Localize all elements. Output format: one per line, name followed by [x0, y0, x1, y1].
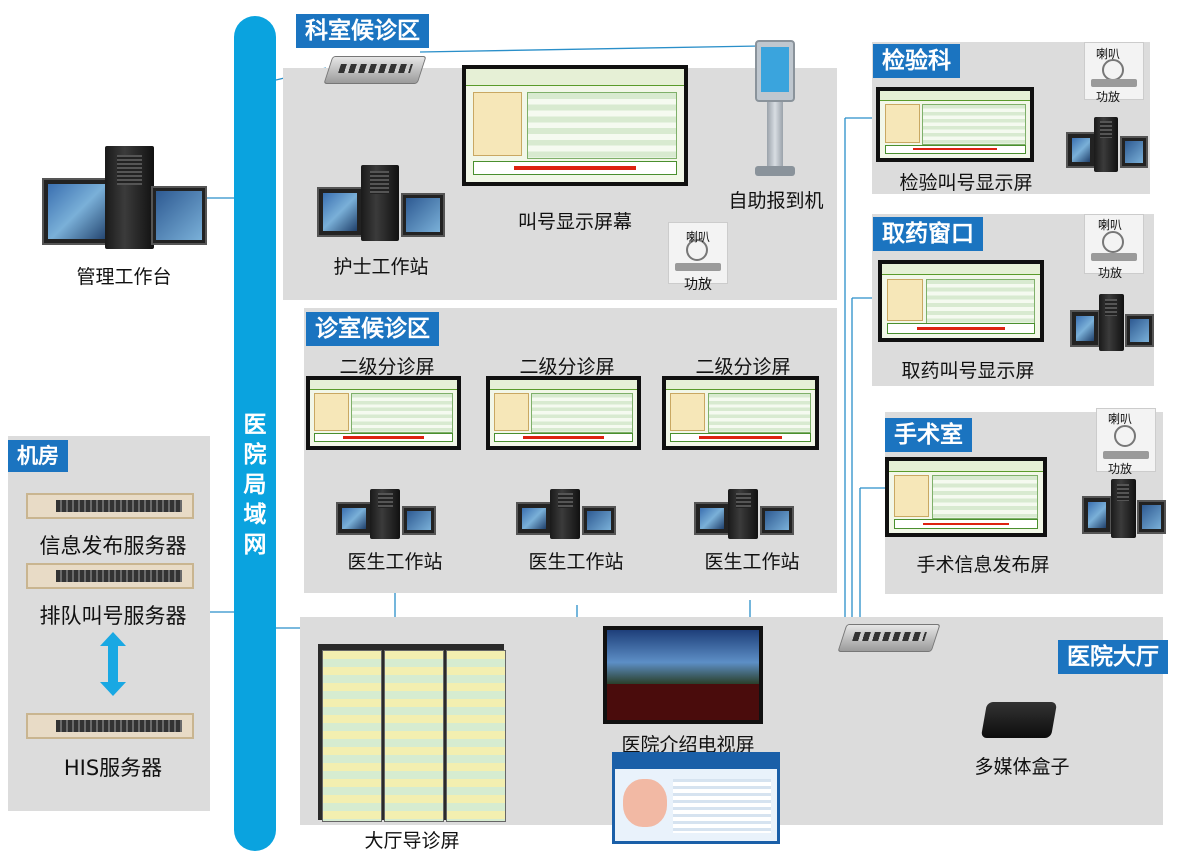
lab-header: 检验科: [873, 44, 960, 78]
pharmacy-amplifier-label: 功放: [1097, 266, 1123, 280]
media-box-icon: [980, 702, 1058, 738]
surgery-header: 手术室: [885, 418, 972, 452]
lan-char-1: 医: [243, 412, 267, 438]
double-arrow-icon: [100, 632, 126, 696]
pharmacy-screen-label: 取药叫号显示屏: [901, 360, 1035, 382]
pharmacy-speaker-label: 喇叭: [1097, 218, 1123, 232]
speaker-label: 喇叭: [685, 230, 711, 244]
intro-tv-label: 医院介绍电视屏: [621, 734, 755, 756]
pharmacy-screen-icon: [878, 260, 1044, 342]
surgery-speaker-label: 喇叭: [1107, 412, 1133, 426]
secondary-screen-3-icon: [662, 376, 819, 450]
hospital-lan-label: 医 院 局 域 网: [234, 410, 276, 560]
lan-char-4: 域: [243, 502, 267, 528]
kiosk-label: 自助报到机: [728, 190, 824, 212]
pharmacy-header: 取药窗口: [873, 217, 983, 251]
info-server-label: 信息发布服务器: [39, 534, 187, 558]
hospital-lan-bus: [234, 16, 276, 851]
surgery-screen-label: 手术信息发布屏: [916, 554, 1050, 576]
queue-server-icon: [26, 563, 194, 589]
doctor-workstation-label-2: 医生工作站: [528, 551, 624, 573]
doctor-workstation-1-icon: [336, 488, 436, 543]
admin-workstation-icon: [42, 145, 207, 253]
lan-char-2: 院: [243, 442, 267, 468]
lab-speaker-label: 喇叭: [1095, 47, 1121, 61]
secondary-screen-label-2: 二级分诊屏: [519, 356, 615, 378]
lan-char-3: 局: [243, 472, 267, 498]
lobby-switch-icon: [837, 624, 941, 652]
amplifier-label: 功放: [684, 277, 712, 293]
lobby-guide-screen-icon: [318, 644, 506, 822]
doctor-workstation-3-icon: [694, 488, 794, 543]
lab-speaker-amp-icon: [1084, 42, 1144, 100]
lan-char-5: 网: [243, 532, 267, 558]
nurse-workstation-label: 护士工作站: [333, 256, 429, 278]
secondary-screen-label-3: 二级分诊屏: [695, 356, 791, 378]
lab-amplifier-label: 功放: [1095, 90, 1121, 104]
doctor-workstation-2-icon: [516, 488, 616, 543]
surgery-workstation-icon: [1082, 479, 1166, 542]
secondary-screen-label-1: 二级分诊屏: [339, 356, 435, 378]
lobby-header: 医院大厅: [1058, 640, 1168, 674]
his-server-icon: [26, 713, 194, 739]
pharmacy-speaker-amp-icon: [1084, 214, 1144, 274]
surgery-speaker-amp-icon: [1096, 408, 1156, 472]
admin-workstation-label: 管理工作台: [76, 266, 172, 288]
secondary-screen-2-icon: [486, 376, 641, 450]
network-switch-icon: [323, 56, 427, 84]
media-box-label: 多媒体盒子: [974, 756, 1070, 778]
lobby-guide-label: 大厅导诊屏: [364, 830, 460, 852]
queue-server-label: 排队叫号服务器: [39, 604, 187, 628]
dept-waiting-header: 科室候诊区: [296, 14, 429, 48]
his-server-label: HIS服务器: [63, 756, 163, 780]
intro-tv-icon: [603, 626, 763, 724]
doctor-workstation-label-1: 医生工作站: [347, 551, 443, 573]
surgery-screen-icon: [885, 457, 1047, 537]
clinic-waiting-header: 诊室候诊区: [306, 312, 439, 346]
lab-workstation-icon: [1066, 116, 1148, 176]
call-screen-icon: [462, 65, 688, 186]
surgery-amplifier-label: 功放: [1107, 462, 1133, 476]
lab-screen-icon: [876, 87, 1034, 162]
nurse-workstation-icon: [317, 165, 445, 245]
speaker-amp-icon: [668, 222, 728, 284]
secondary-screen-1-icon: [306, 376, 461, 450]
health-poster-icon: [612, 752, 780, 844]
pharmacy-workstation-icon: [1070, 294, 1154, 355]
call-screen-label: 叫号显示屏幕: [517, 211, 633, 233]
server-room-header: 机房: [8, 440, 68, 472]
kiosk-icon: [749, 40, 801, 176]
clinic-waiting-panel: [304, 308, 837, 593]
lab-screen-label: 检验叫号显示屏: [899, 172, 1033, 194]
doctor-workstation-label-3: 医生工作站: [704, 551, 800, 573]
info-server-icon: [26, 493, 194, 519]
